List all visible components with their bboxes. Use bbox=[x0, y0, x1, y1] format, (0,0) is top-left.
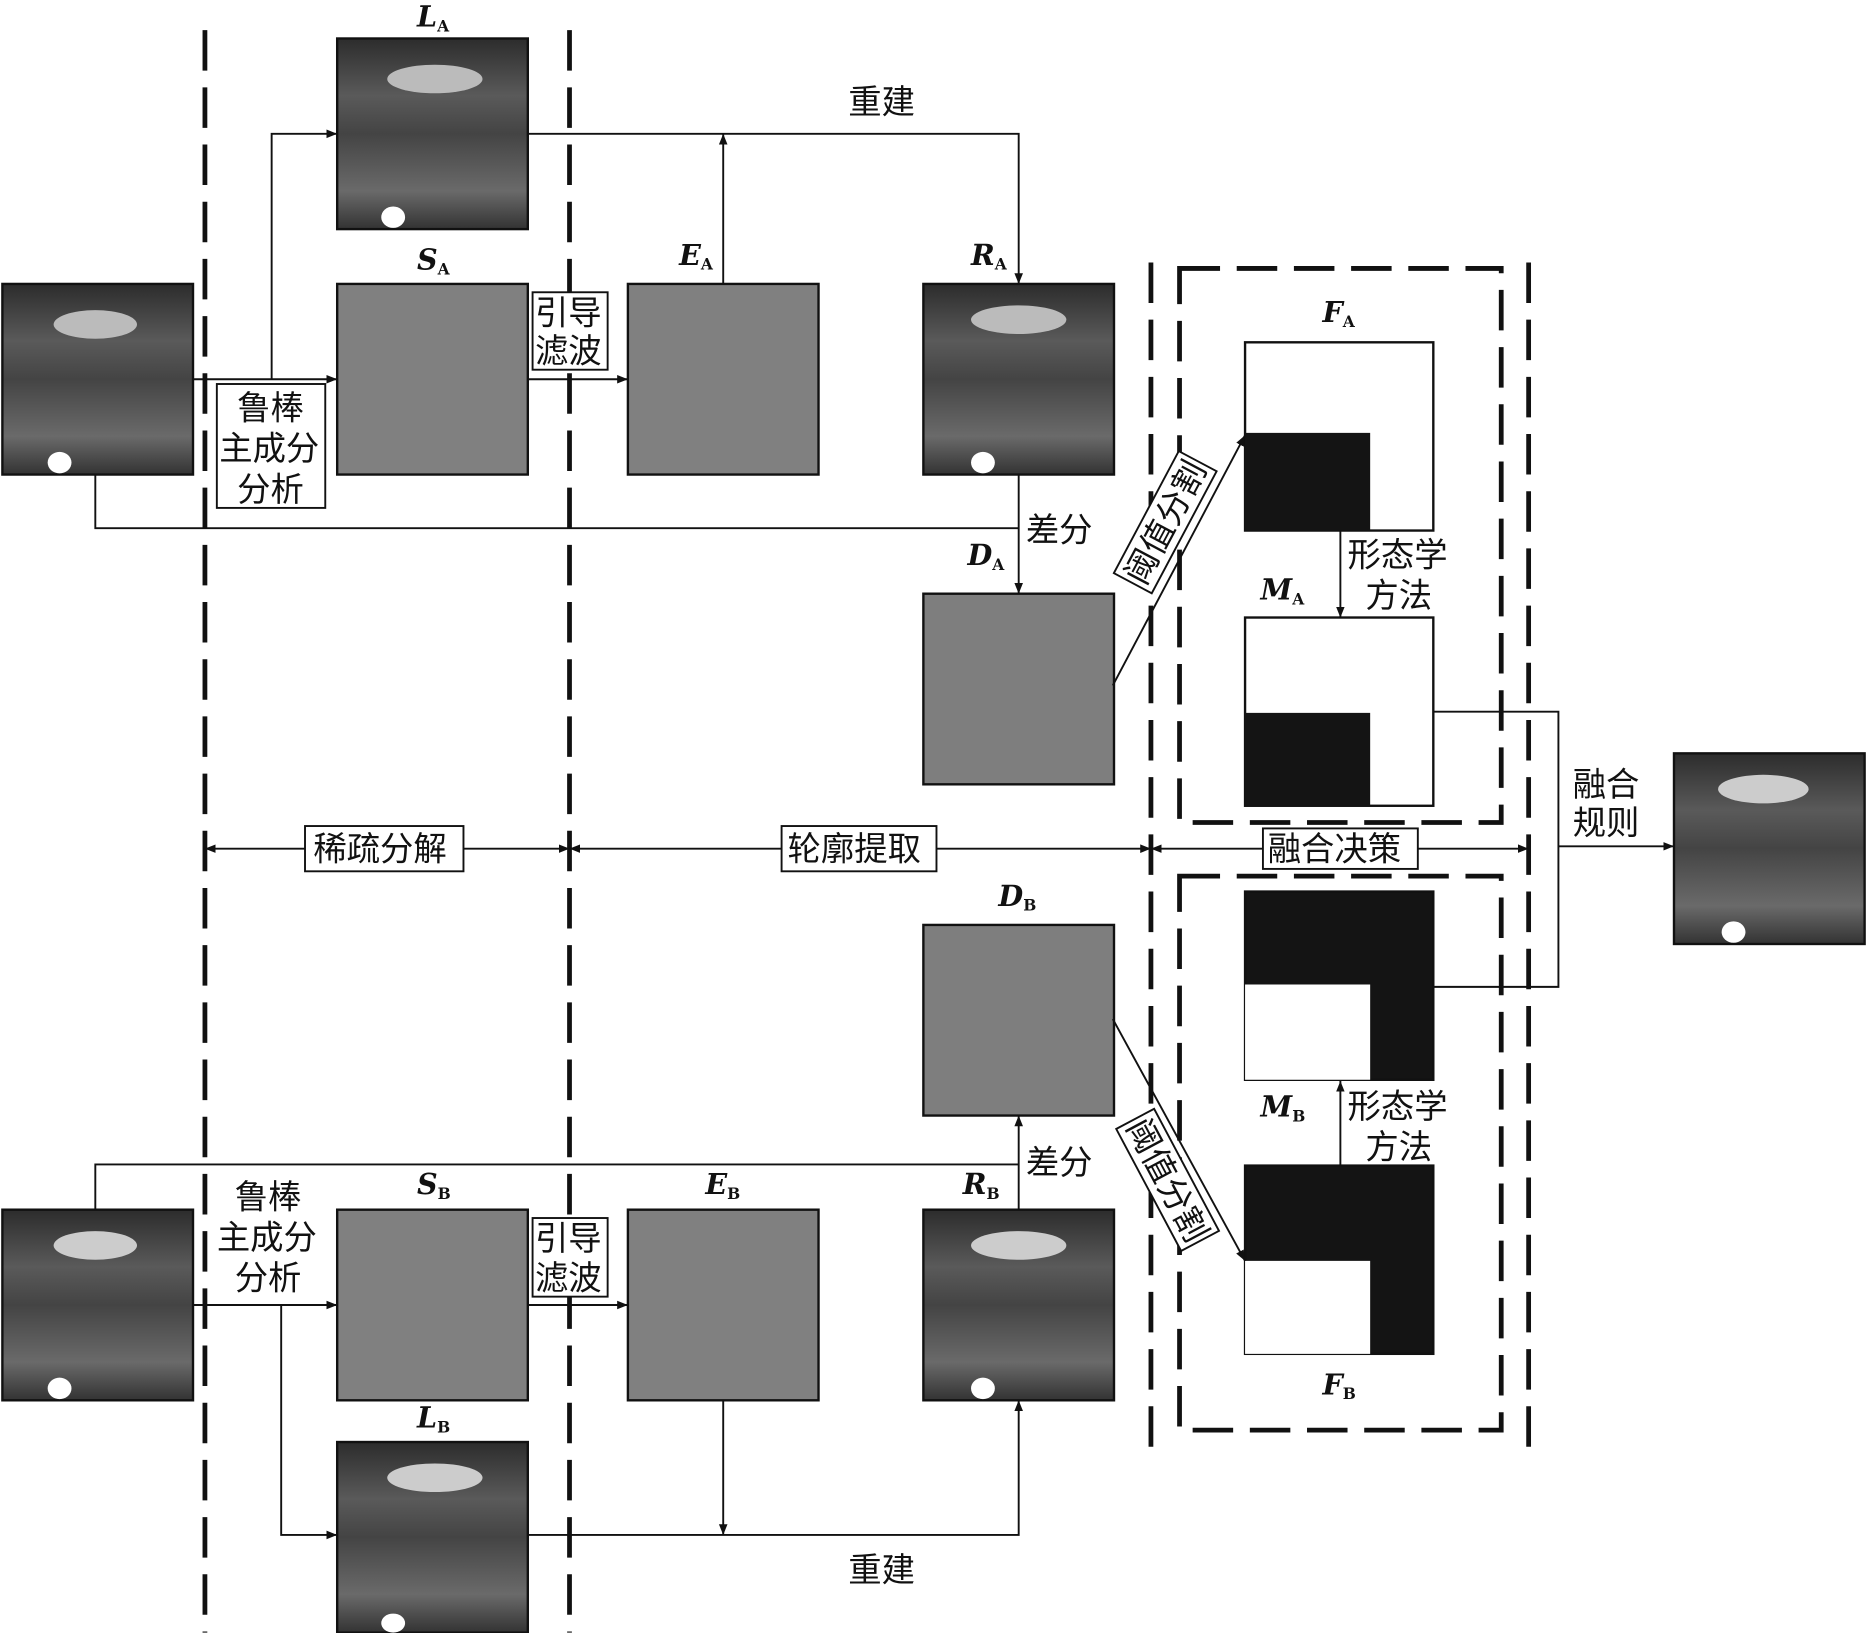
stage-contour-extraction: 轮廓提取 bbox=[788, 830, 921, 869]
rebuild-label-a: 重建 bbox=[848, 83, 915, 122]
rpca-label-b-3: 分析 bbox=[235, 1259, 302, 1298]
process-labels: 重建 引导 滤波 鲁棒 主成分 分析 差分 阈值分割 形态学 方法 融合 规则 … bbox=[215, 83, 1640, 1589]
guided-filter-label-b-2: 滤波 bbox=[535, 1259, 602, 1298]
rpca-label-b-2: 主成分 bbox=[217, 1218, 317, 1257]
sparse-image-sb bbox=[335, 1208, 530, 1402]
label-mb: MB bbox=[1260, 1090, 1306, 1126]
reconstructed-image-ra bbox=[922, 282, 1116, 476]
fusion-rule-label-2: 规则 bbox=[1573, 803, 1640, 842]
low-rank-image-lb bbox=[335, 1440, 530, 1633]
morphology-label-a-1: 形态学 bbox=[1348, 535, 1448, 574]
guided-filter-label-a-2: 滤波 bbox=[535, 332, 602, 371]
images bbox=[1, 37, 1866, 1633]
fusion-rule-label-1: 融合 bbox=[1573, 765, 1640, 804]
image-labels: LA SA EA RA DA FA MA DB SB EB RB LB MB F… bbox=[416, 0, 1356, 1436]
label-ra: RA bbox=[970, 238, 1008, 274]
morphology-label-a-2: 方法 bbox=[1365, 576, 1432, 615]
sparse-image-sa bbox=[335, 282, 530, 476]
rpca-label-a-2: 主成分 bbox=[219, 429, 319, 468]
focus-map-fa bbox=[1243, 341, 1435, 532]
rpca-label-a-3: 分析 bbox=[237, 470, 304, 509]
focus-map-fb bbox=[1243, 1164, 1435, 1356]
difference-label-a: 差分 bbox=[1026, 510, 1093, 549]
rpca-label-a-1: 鲁棒 bbox=[237, 389, 304, 428]
guided-filter-label-a-1: 引导 bbox=[535, 293, 602, 332]
rebuild-label-b: 重建 bbox=[848, 1550, 915, 1589]
label-la: LA bbox=[416, 0, 450, 35]
reconstructed-image-rb bbox=[922, 1208, 1116, 1402]
label-rb: RB bbox=[962, 1167, 1000, 1203]
low-rank-image-la bbox=[335, 37, 530, 231]
label-sa: SA bbox=[417, 243, 451, 279]
label-ma: MA bbox=[1260, 573, 1306, 609]
difference-image-db bbox=[922, 923, 1116, 1117]
morphology-label-b-1: 形态学 bbox=[1348, 1087, 1448, 1126]
decision-map-mb bbox=[1243, 890, 1435, 1082]
edge-image-eb bbox=[626, 1208, 820, 1402]
label-db: DB bbox=[997, 879, 1036, 915]
label-ea: EA bbox=[678, 238, 714, 274]
stage-sparse-decomposition: 稀疏分解 bbox=[313, 830, 446, 869]
edge-image-ea bbox=[626, 282, 820, 476]
rpca-label-b-1: 鲁棒 bbox=[235, 1177, 302, 1216]
guided-filter-label-b-1: 引导 bbox=[535, 1219, 602, 1258]
decision-map-ma bbox=[1243, 616, 1435, 807]
label-da: DA bbox=[966, 538, 1005, 574]
input-image-a bbox=[1, 282, 195, 476]
fused-output-image bbox=[1672, 752, 1866, 946]
stage-fusion-decision: 融合决策 bbox=[1268, 830, 1401, 869]
label-fa: FA bbox=[1322, 295, 1356, 331]
difference-image-da bbox=[922, 592, 1116, 786]
label-eb: EB bbox=[704, 1167, 740, 1203]
label-fb: FB bbox=[1322, 1367, 1356, 1403]
input-image-b bbox=[1, 1208, 195, 1402]
morphology-label-b-2: 方法 bbox=[1365, 1127, 1432, 1166]
label-sb: SB bbox=[417, 1167, 451, 1203]
difference-label-b: 差分 bbox=[1026, 1143, 1093, 1182]
label-lb: LB bbox=[416, 1401, 450, 1437]
